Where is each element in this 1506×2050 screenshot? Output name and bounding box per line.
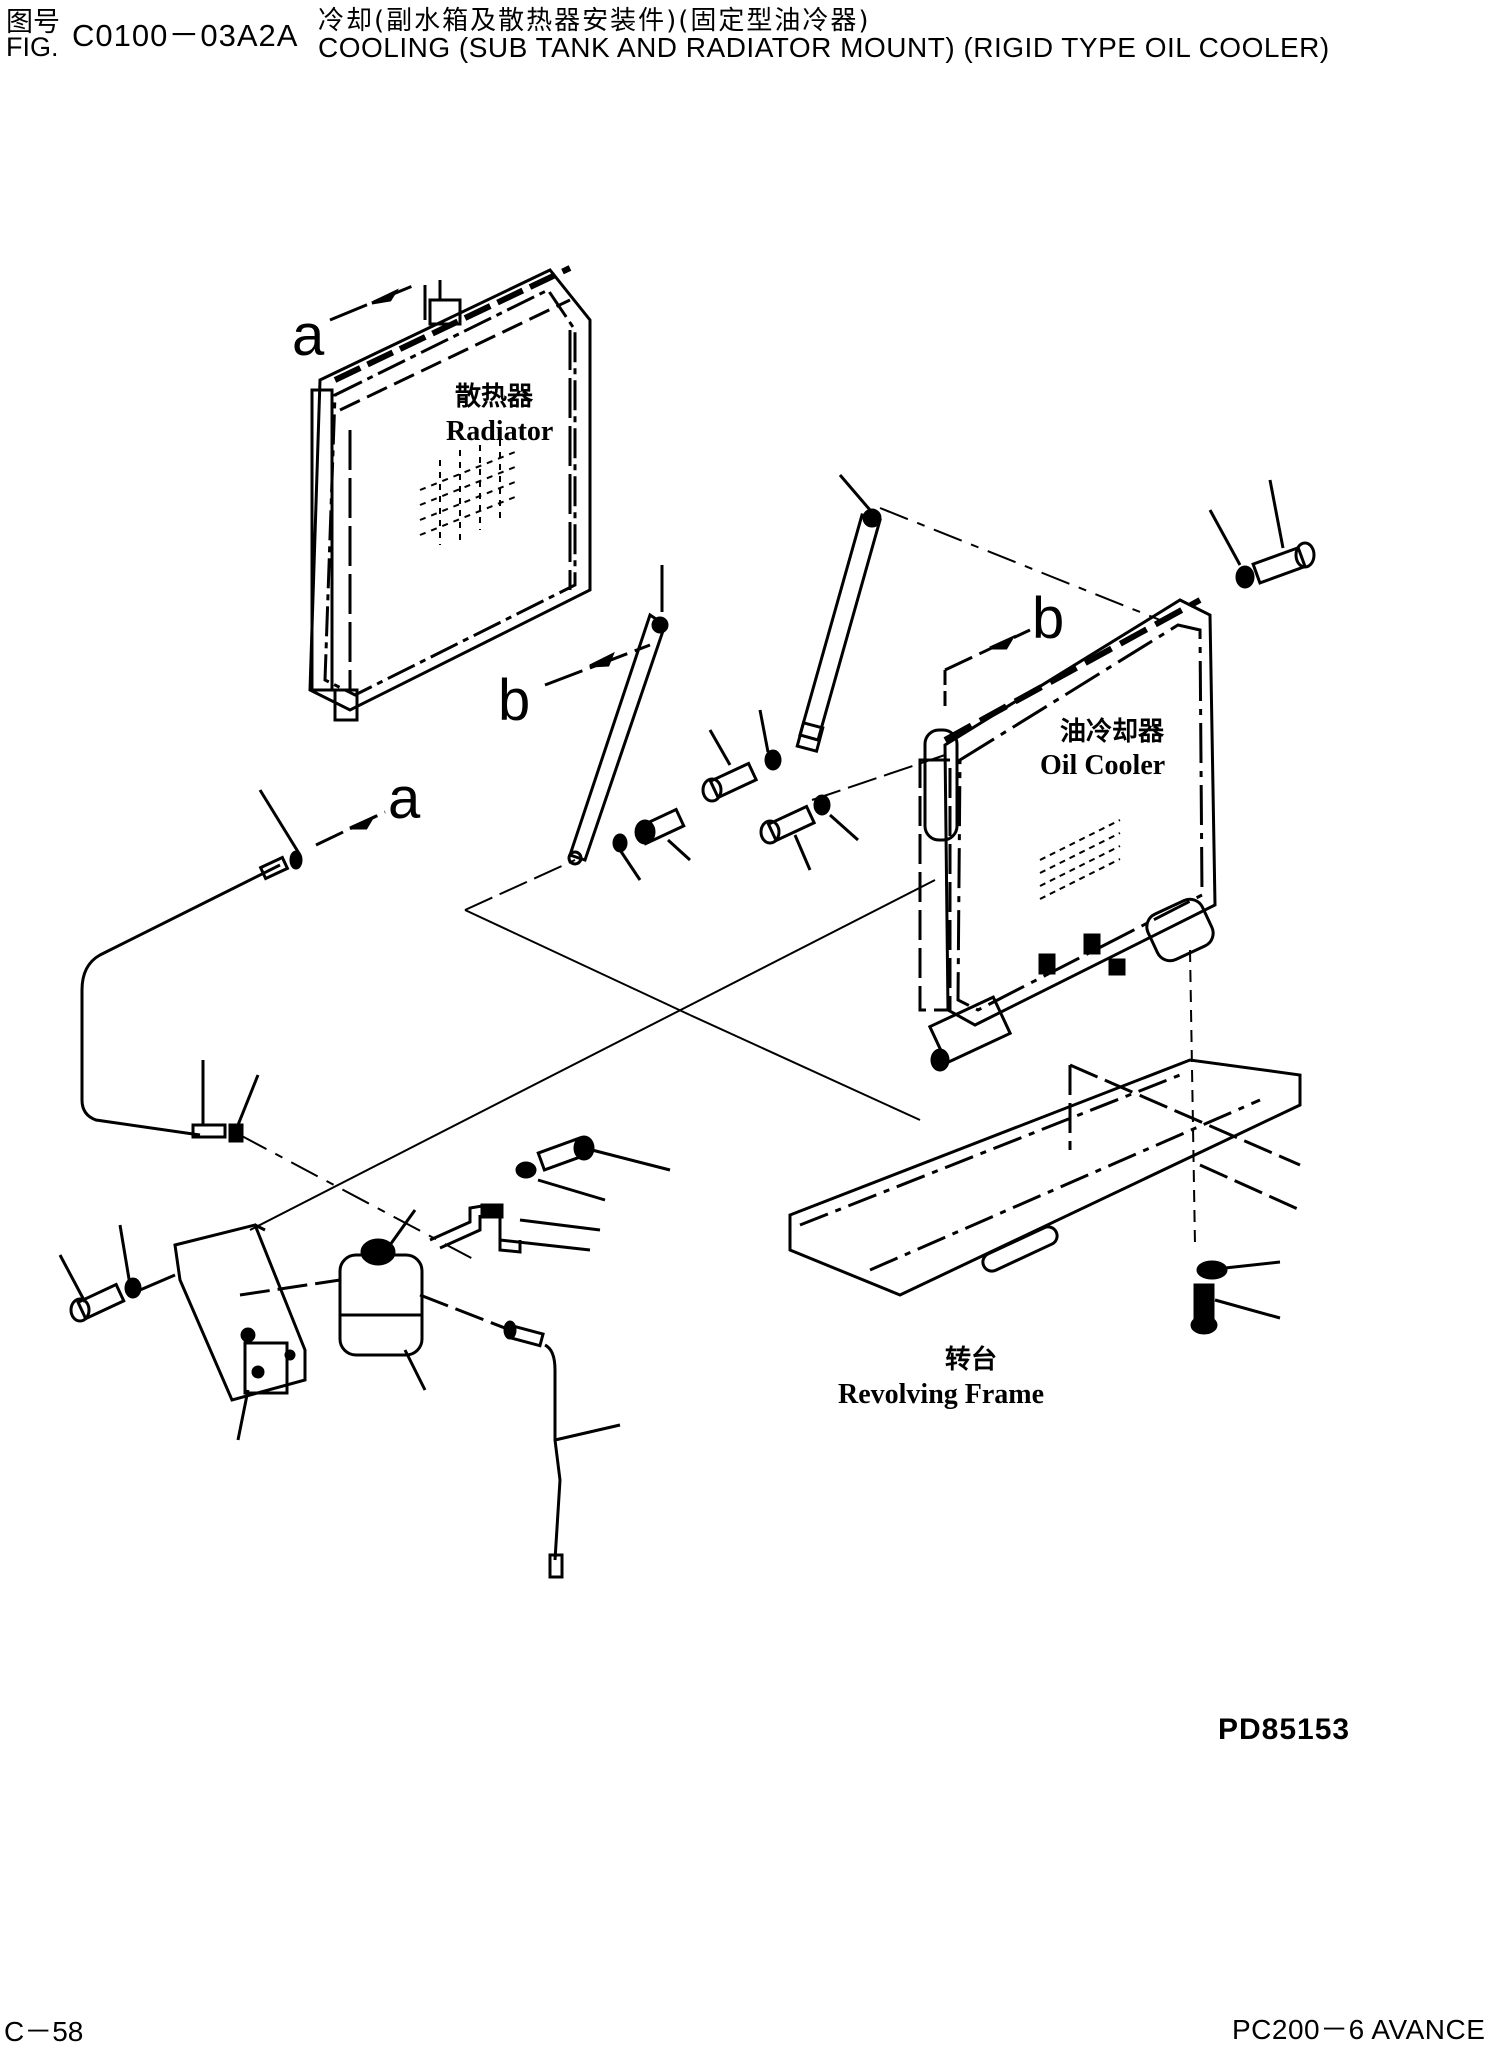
title-chinese: 冷却(副水箱及散热器安装件)(固定型油冷器) [318,6,871,36]
title-english: COOLING (SUB TANK AND RADIATOR MOUNT) (R… [318,32,1330,63]
reference-letter-a-mid: a [388,766,421,831]
revolving-frame [788,1058,1302,1297]
bolt-bracket [515,1135,671,1202]
reference-arrow-b-left [544,643,651,687]
overflow-hose [80,789,303,1143]
bolt-center-1 [612,807,692,881]
reference-arrow-a-mid [315,810,386,847]
reference-arrow-a-top [329,283,416,322]
oil-cooler-drawing [918,597,1217,1072]
bolt-center-3 [759,794,859,871]
revolving-frame-label-cn: 转台 [945,1344,997,1375]
sub-tank [239,1209,511,1391]
figure-number: C0100－03A2A [72,18,299,53]
alignment-lines [239,507,1196,1261]
reference-letter-b-right: b [1032,586,1064,651]
oil-cooler-core-mesh [1039,819,1121,900]
reference-arrow-b-right [943,628,1031,710]
reference-letter-a-top: a [292,303,325,368]
stay-rod-left [567,565,669,866]
radiator-core-mesh [419,440,521,545]
sub-tank-bracket-plate [173,1223,307,1441]
bolt-left [58,1224,176,1323]
radiator-label: Radiator [446,416,553,447]
oil-cooler-label-cn: 油冷却器 [1060,716,1165,747]
revolving-frame-label: Revolving Frame [838,1379,1044,1410]
drawing-id: PD85153 [1218,1713,1351,1746]
figure-label-cn: 图号 [6,7,60,38]
bolt-center-2 [701,709,782,803]
lower-hose [503,1320,621,1579]
page-number: C－58 [4,2016,84,2047]
radiator-drawing [308,265,592,722]
stay-rod-right [795,474,882,754]
tank-bracket [429,1203,601,1254]
bolt-top-right [1208,479,1316,589]
reference-letter-b-left: b [498,668,530,733]
model-name: PC200－6 AVANCE [1232,2014,1486,2045]
radiator-label-cn: 散热器 [455,382,534,412]
oil-cooler-label: Oil Cooler [1040,750,1165,781]
bolt-bottom-right [1190,1260,1281,1335]
figure-label-en: FIG. [6,32,59,62]
